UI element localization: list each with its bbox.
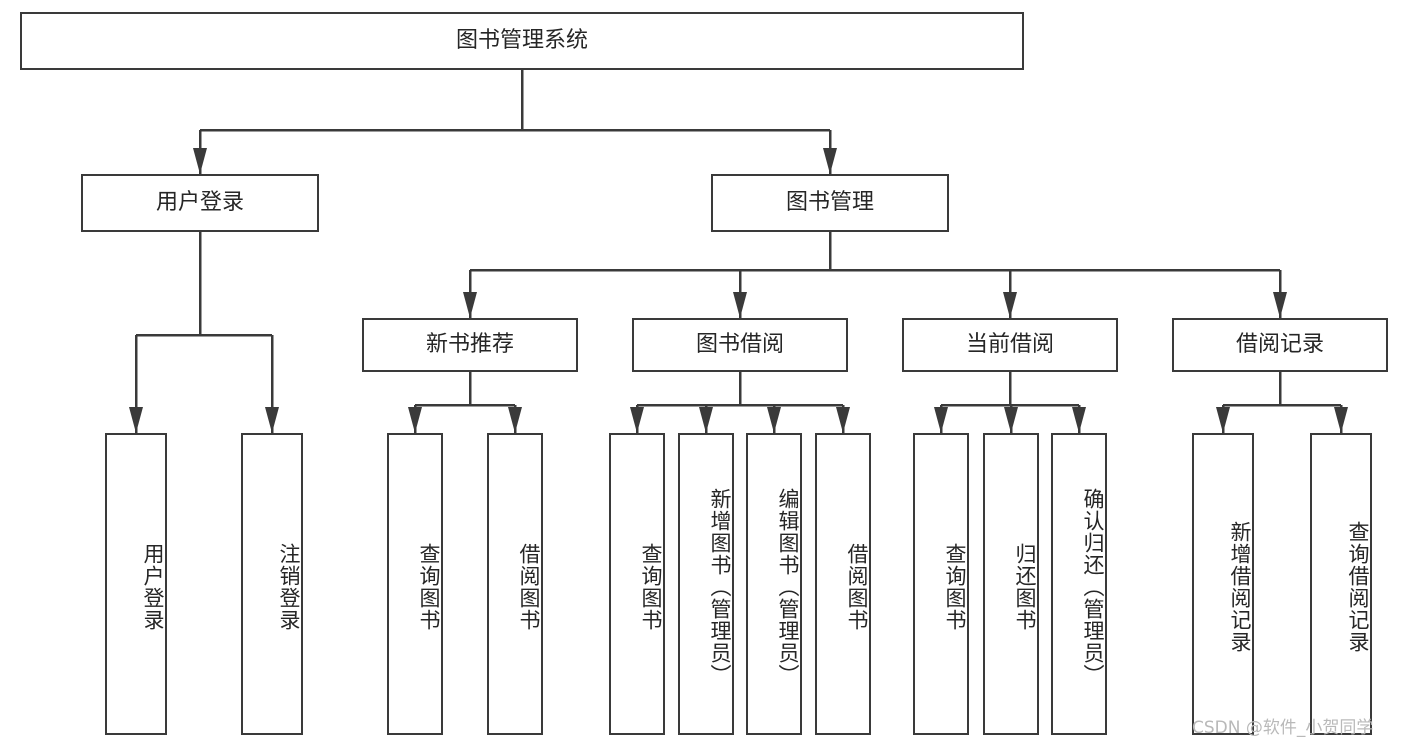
node-label: 用户登录 bbox=[155, 190, 244, 216]
node-borrow[interactable]: 图书借阅 bbox=[632, 318, 848, 372]
node-label: 查询图书 bbox=[417, 543, 441, 631]
node-newbook[interactable]: 新书推荐 bbox=[362, 318, 578, 372]
node-leaf-5[interactable]: 查询图书 bbox=[609, 433, 665, 735]
node-label: 借阅图书 bbox=[845, 543, 869, 631]
node-leaf-10[interactable]: 归还图书 bbox=[983, 433, 1039, 735]
node-current[interactable]: 当前借阅 bbox=[902, 318, 1118, 372]
node-leaf-1[interactable]: 用户登录 bbox=[105, 433, 167, 735]
node-label: 查询图书 bbox=[639, 543, 663, 631]
arrowhead bbox=[129, 407, 143, 433]
node-label: 新书推荐 bbox=[425, 332, 514, 358]
node-label: 图书管理系统 bbox=[455, 28, 588, 54]
node-label: 查询图书 bbox=[943, 543, 967, 631]
node-leaf-6[interactable]: 新增图书（管理员） bbox=[678, 433, 734, 735]
arrowhead bbox=[823, 148, 837, 174]
arrowhead bbox=[1072, 407, 1086, 433]
arrowhead bbox=[463, 292, 477, 318]
node-label: 图书管理 bbox=[785, 190, 874, 216]
node-label: 借阅记录 bbox=[1235, 332, 1324, 358]
arrowhead bbox=[699, 407, 713, 433]
arrowhead bbox=[1334, 407, 1348, 433]
arrowhead bbox=[1273, 292, 1287, 318]
node-records[interactable]: 借阅记录 bbox=[1172, 318, 1388, 372]
node-label: 用户登录 bbox=[141, 543, 165, 631]
node-label: 当前借阅 bbox=[965, 332, 1054, 358]
arrowhead bbox=[733, 292, 747, 318]
arrowhead bbox=[767, 407, 781, 433]
node-login[interactable]: 用户登录 bbox=[81, 174, 319, 232]
arrowhead bbox=[265, 407, 279, 433]
node-label: 新增图书（管理员） bbox=[708, 488, 732, 686]
node-leaf-7[interactable]: 编辑图书（管理员） bbox=[746, 433, 802, 735]
node-label: 确认归还（管理员） bbox=[1081, 488, 1105, 686]
arrowhead bbox=[836, 407, 850, 433]
arrowhead bbox=[408, 407, 422, 433]
node-leaf-3[interactable]: 查询图书 bbox=[387, 433, 443, 735]
arrowhead bbox=[630, 407, 644, 433]
arrowhead bbox=[1003, 292, 1017, 318]
node-leaf-13[interactable]: 查询借阅记录 bbox=[1310, 433, 1372, 735]
node-label: 借阅图书 bbox=[517, 543, 541, 631]
arrowhead bbox=[508, 407, 522, 433]
arrowhead bbox=[934, 407, 948, 433]
node-label: 编辑图书（管理员） bbox=[776, 488, 800, 686]
arrowhead bbox=[1004, 407, 1018, 433]
node-leaf-4[interactable]: 借阅图书 bbox=[487, 433, 543, 735]
node-leaf-11[interactable]: 确认归还（管理员） bbox=[1051, 433, 1107, 735]
node-label: 归还图书 bbox=[1013, 543, 1037, 631]
node-label: 图书借阅 bbox=[695, 332, 784, 358]
node-leaf-2[interactable]: 注销登录 bbox=[241, 433, 303, 735]
node-root[interactable]: 图书管理系统 bbox=[20, 12, 1024, 70]
node-leaf-9[interactable]: 查询图书 bbox=[913, 433, 969, 735]
node-bookmgmt[interactable]: 图书管理 bbox=[711, 174, 949, 232]
node-label: 新增借阅记录 bbox=[1228, 521, 1252, 653]
arrowhead bbox=[193, 148, 207, 174]
node-leaf-8[interactable]: 借阅图书 bbox=[815, 433, 871, 735]
node-label: 注销登录 bbox=[277, 543, 301, 631]
node-label: 查询借阅记录 bbox=[1346, 521, 1370, 653]
arrowhead bbox=[1216, 407, 1230, 433]
node-leaf-12[interactable]: 新增借阅记录 bbox=[1192, 433, 1254, 735]
